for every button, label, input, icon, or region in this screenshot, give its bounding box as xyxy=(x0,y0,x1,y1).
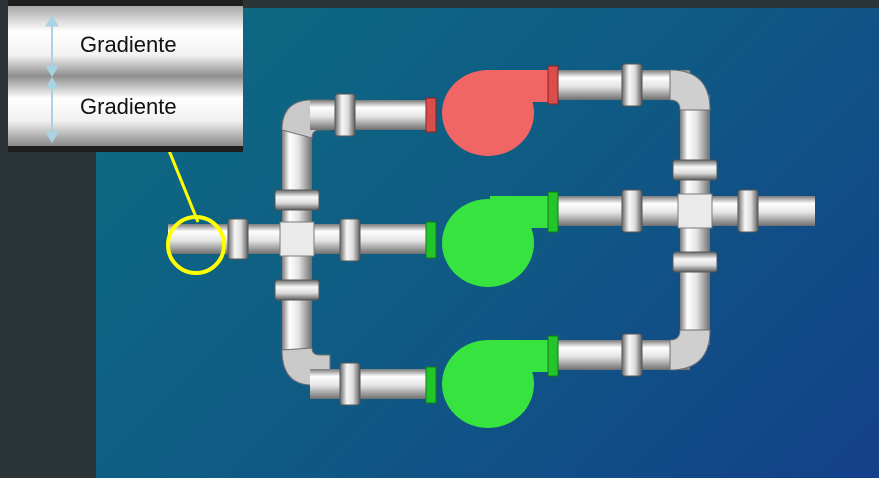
legend-arrows xyxy=(45,15,59,143)
pump-outlet-flange xyxy=(547,191,559,233)
gradient-legend: Gradiente Gradiente xyxy=(8,0,243,152)
top-branch-pipe xyxy=(310,100,430,130)
flange xyxy=(672,251,718,273)
flange xyxy=(621,189,643,233)
pump-body xyxy=(442,70,534,156)
left-cross xyxy=(279,221,315,257)
pump-middle xyxy=(425,191,559,287)
flange xyxy=(274,279,320,301)
double-arrow-icon xyxy=(45,15,59,77)
legend-label-bottom: Gradiente xyxy=(80,94,177,119)
callout-line xyxy=(166,147,200,223)
flanges xyxy=(227,63,759,406)
pump-inlet-flange xyxy=(425,366,437,404)
pump-bottom xyxy=(425,335,559,428)
right-cross xyxy=(677,193,713,229)
flange xyxy=(621,63,643,107)
pump-inlet-flange xyxy=(425,97,437,133)
flange xyxy=(339,218,361,262)
highlight-circle xyxy=(166,215,226,275)
flange xyxy=(334,93,356,137)
bottom-branch-pipe xyxy=(310,369,430,399)
pump-body xyxy=(442,340,534,428)
flange xyxy=(227,218,249,260)
top-right-elbow xyxy=(669,69,711,111)
pump-body xyxy=(442,199,534,287)
flange xyxy=(672,159,718,181)
inlet-highlight xyxy=(166,147,226,275)
pump-outlet-flange xyxy=(547,65,559,105)
legend-label-top: Gradiente xyxy=(80,32,177,57)
pump-outlet-flange xyxy=(547,335,559,377)
pump-top xyxy=(425,65,559,156)
flange xyxy=(339,362,361,406)
middle-branch-pipe xyxy=(296,224,430,254)
flange xyxy=(621,333,643,377)
flange xyxy=(274,189,320,211)
flange xyxy=(737,189,759,233)
pump-inlet-flange xyxy=(425,221,437,259)
bottom-right-elbow xyxy=(669,329,711,371)
double-arrow-icon xyxy=(45,77,59,143)
